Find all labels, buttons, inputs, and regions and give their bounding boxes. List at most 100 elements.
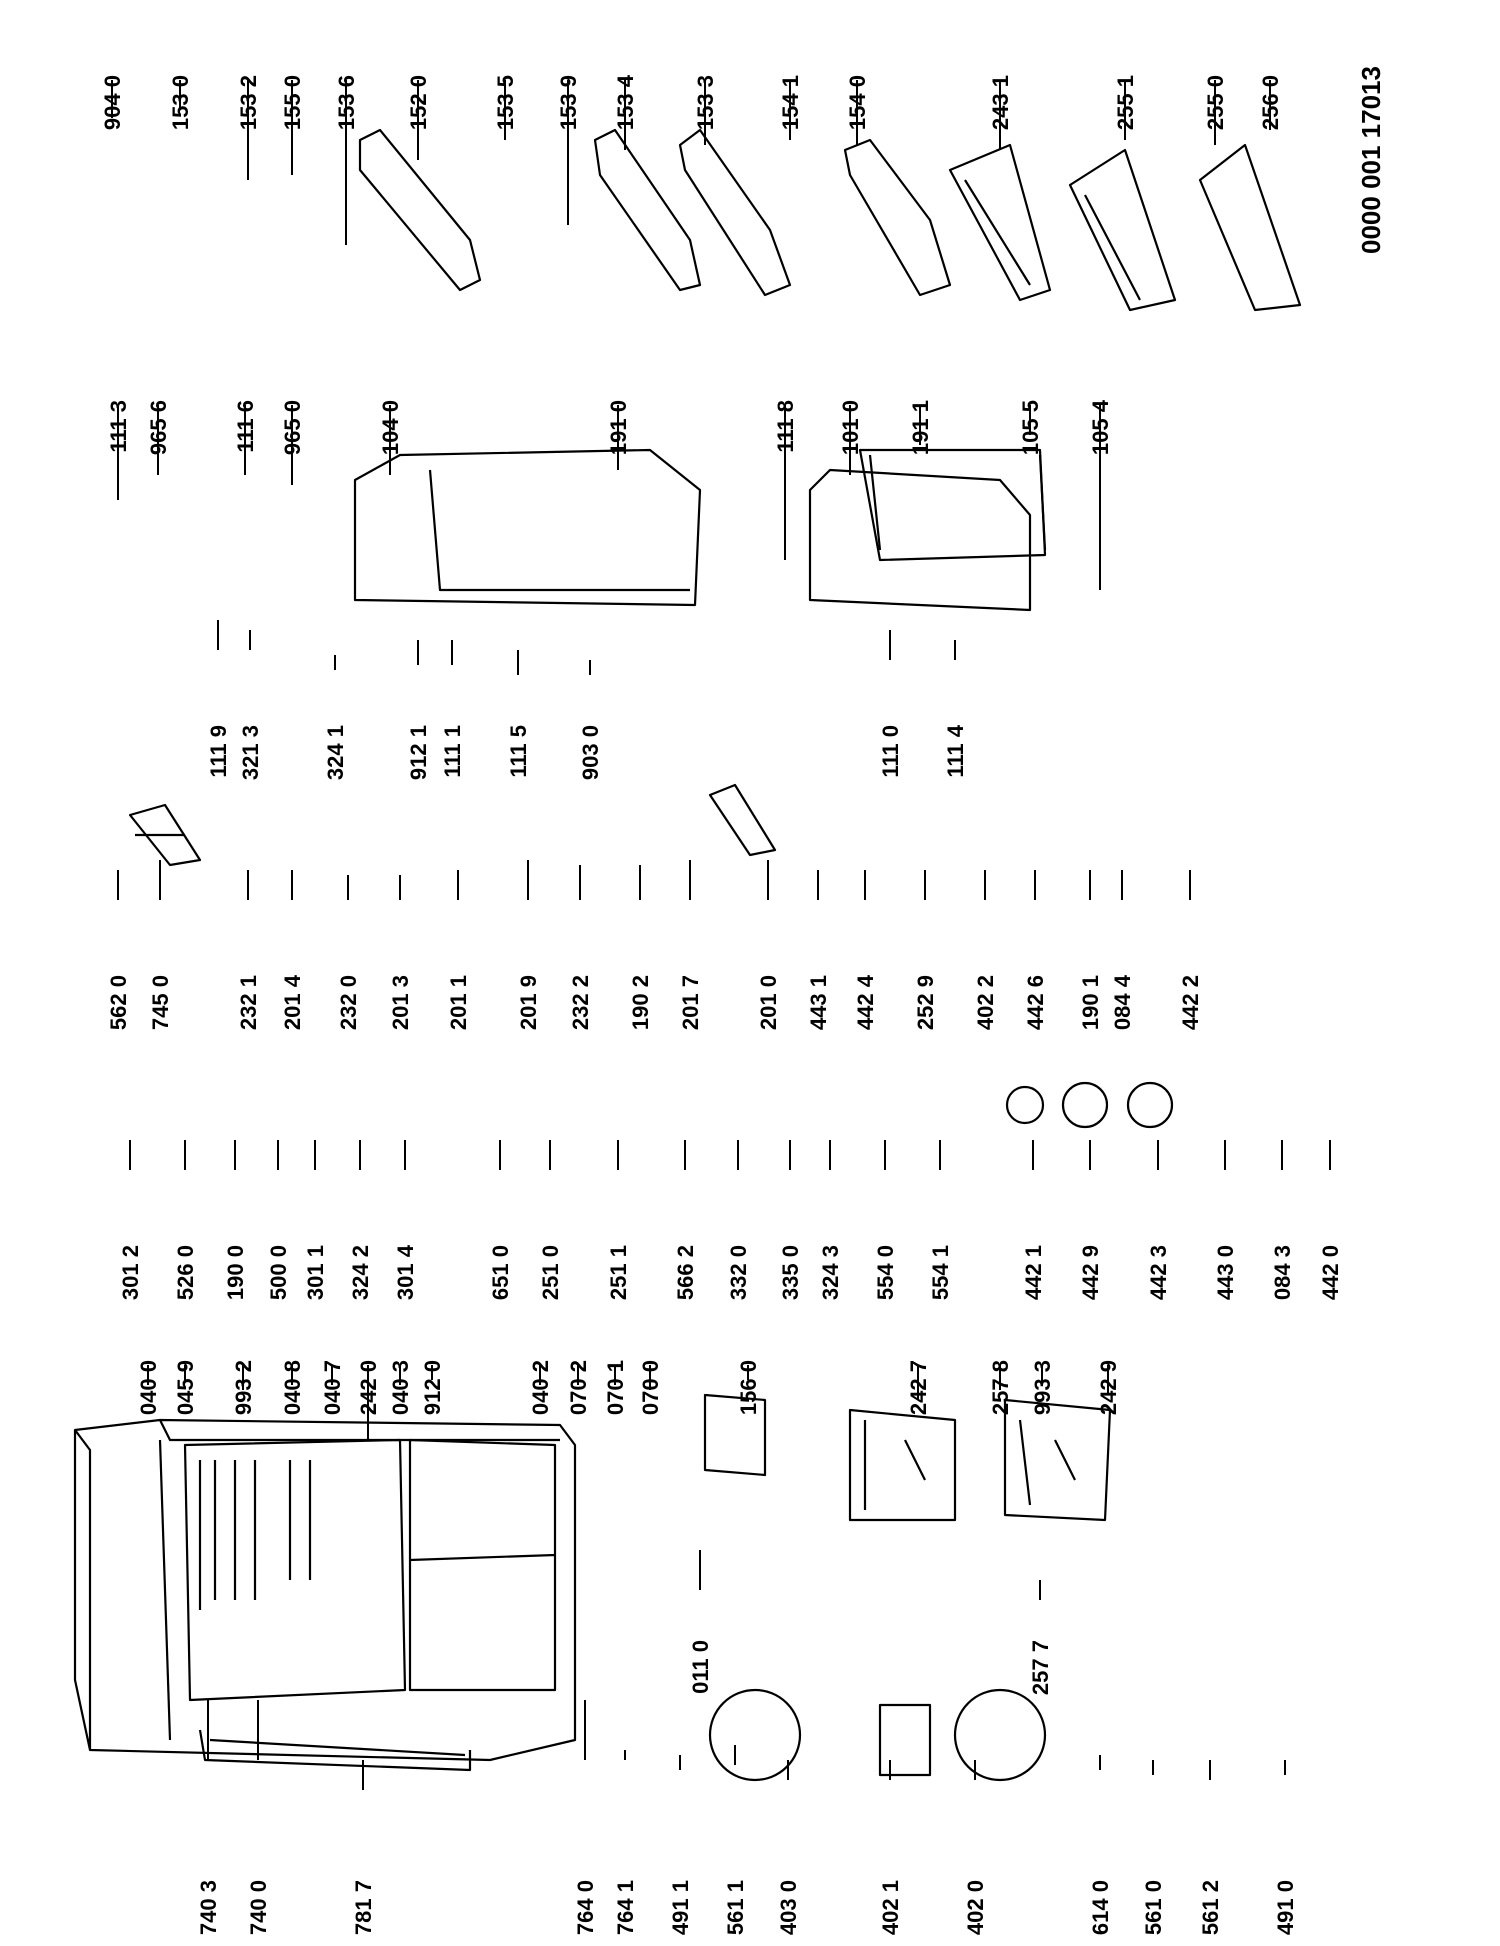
- part-label-7400: 740 0: [246, 1880, 271, 1935]
- part-label-3011: 301 1: [303, 1245, 328, 1300]
- door-rack-1534: [593, 128, 702, 292]
- part-label-4431: 443 1: [806, 975, 831, 1030]
- part-label-1901: 190 1: [1078, 975, 1103, 1030]
- part-label-3350: 335 0: [778, 1245, 803, 1300]
- shelf-2550: [1198, 143, 1302, 312]
- part-label-2321: 232 1: [236, 975, 261, 1030]
- part-label-1040: 104 0: [378, 400, 403, 455]
- part-label-1010: 101 0: [838, 400, 863, 455]
- part-label-4030: 403 0: [776, 1880, 801, 1935]
- crisper-1: [848, 1408, 957, 1522]
- part-label-1911: 191 1: [908, 400, 933, 455]
- part-label-4424: 442 4: [853, 974, 878, 1030]
- part-label-0700: 070 0: [638, 1360, 663, 1415]
- part-label-5000: 500 0: [266, 1245, 291, 1300]
- part-label-1910: 191 0: [606, 400, 631, 455]
- part-label-0843: 084 3: [1270, 1245, 1295, 1300]
- part-label-0459: 045 9: [173, 1360, 198, 1415]
- part-label-2550: 255 0: [1203, 75, 1228, 130]
- part-label-1114: 111 4: [943, 724, 968, 777]
- part-label-0701: 070 1: [603, 1360, 628, 1415]
- part-label-9656: 965 6: [146, 400, 171, 455]
- part-label-6510: 651 0: [488, 1245, 513, 1300]
- leader-lines: [111, 80, 1331, 1790]
- part-label-1550: 155 0: [280, 75, 305, 130]
- part-label-1535: 153 5: [493, 75, 518, 130]
- part-label-2431: 243 1: [988, 75, 1013, 130]
- gasket-1911: [868, 454, 1047, 551]
- part-label-3012: 301 2: [118, 1245, 143, 1300]
- part-label-1115: 111 5: [506, 725, 531, 778]
- part-label-1541: 154 1: [778, 75, 803, 130]
- part-label-2010: 201 0: [756, 975, 781, 1030]
- part-label-2420: 242 0: [356, 1360, 381, 1415]
- part-label-7817: 781 7: [351, 1880, 376, 1935]
- part-label-2578: 257 8: [988, 1360, 1013, 1415]
- cabinet-interior: [183, 1438, 557, 1702]
- part-label-2011: 201 1: [446, 975, 471, 1030]
- part-label-0702: 070 2: [566, 1360, 591, 1415]
- part-label-0402: 040 2: [528, 1360, 553, 1415]
- part-label-3242: 324 2: [348, 1245, 373, 1300]
- part-label-9650: 965 0: [280, 400, 305, 455]
- part-label-9933: 993 3: [1030, 1360, 1055, 1415]
- part-label-1902: 190 2: [628, 975, 653, 1030]
- part-label-5610: 561 0: [1141, 1880, 1166, 1935]
- part-label-2320: 232 0: [336, 975, 361, 1030]
- part-label-2322: 232 2: [568, 975, 593, 1030]
- part-label-0403: 040 3: [388, 1360, 413, 1415]
- part-label-3320: 332 0: [726, 1245, 751, 1300]
- part-label-2014: 201 4: [280, 974, 305, 1030]
- part-label-2017: 201 7: [678, 975, 703, 1030]
- part-label-4421: 442 1: [1021, 1245, 1046, 1300]
- part-label-1532: 153 2: [236, 75, 261, 130]
- ice-tray: [703, 1393, 767, 1477]
- part-label-1111: 111 1: [440, 725, 465, 778]
- part-label-0110: 011 0: [688, 1640, 713, 1694]
- door-rack-1540: [843, 138, 952, 297]
- part-label-4423: 442 3: [1146, 1245, 1171, 1300]
- part-label-4429: 442 9: [1078, 1245, 1103, 1300]
- part-label-3241: 324 1: [323, 725, 348, 780]
- part-label-1054: 105 4: [1088, 399, 1113, 455]
- part-label-0400: 040 0: [136, 1360, 161, 1415]
- part-label-1900: 190 0: [223, 1245, 248, 1300]
- shelf-2431: [948, 143, 1052, 302]
- part-label-2429: 242 9: [1096, 1360, 1121, 1415]
- part-label-2560: 256 0: [1258, 75, 1283, 130]
- crisper-2: [1003, 1398, 1112, 1522]
- part-label-3014: 301 4: [393, 1244, 418, 1300]
- document-code: 0000 001 17013: [1356, 66, 1386, 254]
- part-label-5620: 562 0: [106, 975, 131, 1030]
- part-label-2427: 242 7: [906, 1360, 931, 1415]
- compressor-2: [953, 1688, 1047, 1782]
- part-label-1113: 111 3: [106, 400, 131, 453]
- part-label-1536: 153 6: [334, 75, 359, 130]
- door-rack-1533: [678, 128, 792, 297]
- part-label-2529: 252 9: [913, 975, 938, 1030]
- part-label-7450: 745 0: [148, 975, 173, 1030]
- part-label-7640: 764 0: [573, 1880, 598, 1935]
- part-label-1539: 153 9: [556, 75, 581, 130]
- part-label-4022: 402 2: [973, 975, 998, 1030]
- part-label-1110: 111 0: [878, 725, 903, 778]
- door-upper: [353, 448, 702, 607]
- door-lower: [808, 448, 1047, 612]
- part-drawings: [73, 128, 1302, 1782]
- part-label-2551: 255 1: [1113, 75, 1138, 130]
- part-label-1530: 153 0: [168, 75, 193, 130]
- part-label-4910: 491 0: [1273, 1880, 1298, 1935]
- part-label-2510: 251 0: [538, 1245, 563, 1300]
- evaporator: [128, 803, 202, 867]
- part-label-4420: 442 0: [1318, 1245, 1343, 1300]
- part-label-5260: 526 0: [173, 1245, 198, 1300]
- part-label-1534: 153 4: [613, 74, 638, 130]
- part-label-2511: 251 1: [606, 1245, 631, 1300]
- part-label-5662: 566 2: [673, 1245, 698, 1300]
- part-label-4422: 442 2: [1178, 975, 1203, 1030]
- relay-box: [878, 1703, 932, 1777]
- part-label-5541: 554 1: [928, 1245, 953, 1300]
- part-label-1119: 111 9: [206, 725, 231, 778]
